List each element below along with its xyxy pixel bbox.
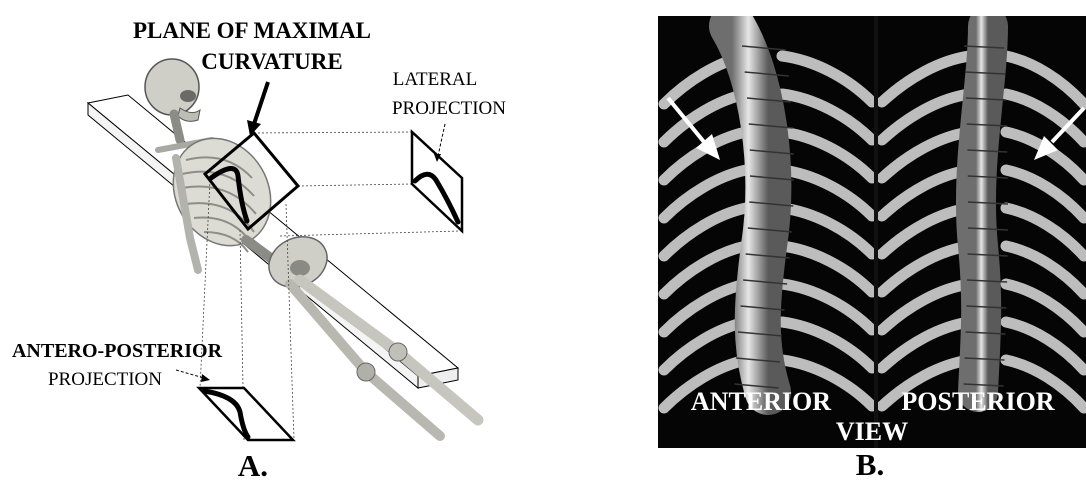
panel-b-label: B. xyxy=(830,448,910,482)
posterior-ct-image xyxy=(876,16,1086,448)
lateral-projection-box xyxy=(412,132,462,231)
title-line-2: CURVATURE xyxy=(201,49,342,74)
title-line-1: PLANE OF MAXIMAL xyxy=(133,18,371,43)
panel-b-ct-renderings: ANTERIOR POSTERIOR VIEW xyxy=(658,16,1086,448)
title-arrow xyxy=(247,82,268,136)
ap-pointer-arrow xyxy=(176,370,210,382)
ap-label-line-1: ANTERO-POSTERIOR xyxy=(12,340,223,362)
ap-projection-box xyxy=(199,388,293,440)
anterior-label: ANTERIOR xyxy=(691,387,831,416)
view-label: VIEW xyxy=(836,417,908,446)
panel-a-schematic: PLANE OF MAXIMAL CURVATURE LATERAL PROJE… xyxy=(0,0,560,484)
lateral-pointer-arrow xyxy=(434,124,445,162)
posterior-label: POSTERIOR xyxy=(901,387,1054,416)
ap-label-line-2: PROJECTION xyxy=(48,369,162,390)
lateral-label-line-1: LATERAL xyxy=(393,69,477,90)
lateral-label-line-2: PROJECTION xyxy=(392,98,506,119)
panel-a-label: A. xyxy=(238,448,268,483)
anterior-ct-image xyxy=(658,16,876,448)
